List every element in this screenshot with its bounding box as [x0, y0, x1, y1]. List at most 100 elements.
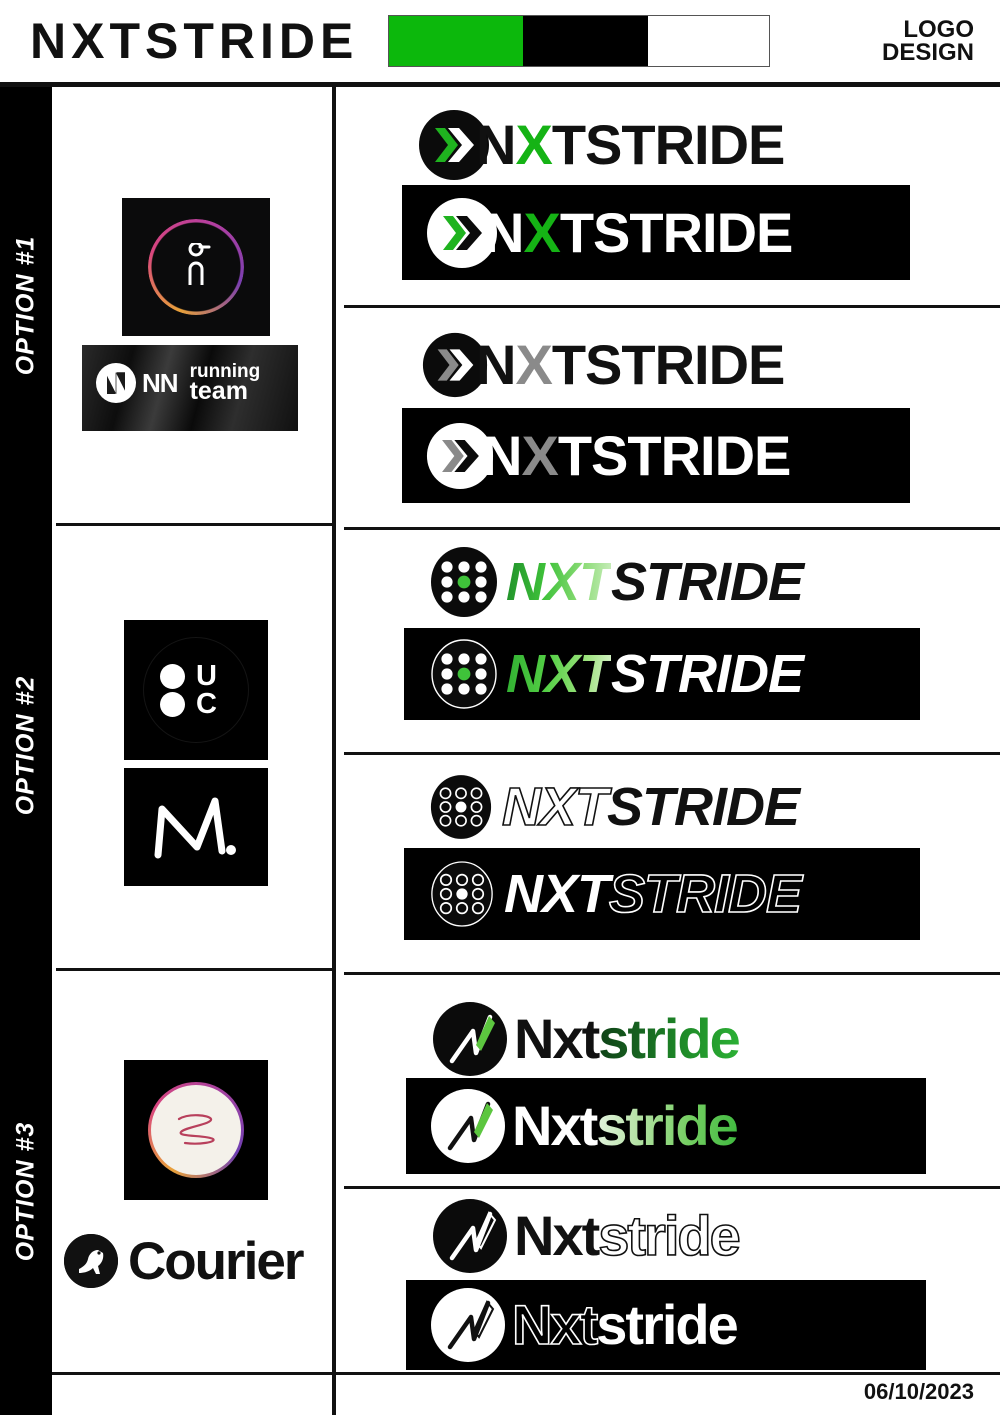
logo-variant-3c: Nxtstride	[344, 1196, 1000, 1276]
wordmark-2c-part-1: NXT	[501, 777, 609, 837]
spine-label-option-1: OPTION #1	[11, 235, 40, 375]
document-type-line-2: DESIGN	[881, 39, 974, 66]
logo-lockup-2b: NXTSTRIDE	[404, 628, 920, 720]
wordmark-1c-part-1: N	[476, 333, 516, 396]
swatch-brand-black	[523, 16, 649, 66]
logo-variant-1d: NXTSTRIDE	[344, 408, 1000, 503]
wordmark-2c: NXTSTRIDE	[501, 777, 800, 837]
logo-lockup-1b: NXTSTRIDE	[402, 185, 910, 280]
mark-circle-x-chevron-inverse-icon	[427, 197, 497, 268]
wordmark-3c-part-2: stride	[597, 1204, 741, 1267]
logo-lockup-2d: NXTSTRIDE	[404, 848, 920, 940]
wordmark-1a-part-1: N	[476, 113, 516, 176]
mark-circle-bolt-icon	[433, 1002, 507, 1076]
mark-dot-grid-outline-mono-icon	[431, 861, 493, 927]
wordmark-3a-part-1: Nxt	[514, 1007, 600, 1070]
wordmark-1d-part-2: X	[521, 423, 558, 487]
nn-mark-icon	[96, 363, 136, 404]
wordmark-3b-part-2: stride	[596, 1094, 738, 1157]
nn-descriptor-line-2: team	[189, 377, 248, 406]
wordmark-3d-part-2: stride	[596, 1293, 738, 1356]
wordmark-1c: NXTSTRIDE	[476, 337, 785, 393]
wordmark-2b-part-1: NXT	[506, 644, 612, 704]
wordmark-1d-part-1: N	[482, 423, 522, 487]
uc-letter-c: C	[196, 687, 217, 720]
wordmark-1b-part-3: TSTRIDE	[559, 200, 794, 264]
logo-lockup-1d: NXTSTRIDE	[402, 408, 910, 503]
row-divider-option1-option2	[56, 523, 332, 526]
logo-variant-3d: Nxtstride	[344, 1280, 1000, 1370]
wordmark-1b-part-2: X	[523, 200, 560, 264]
document-type-line-1: LOGO	[903, 15, 974, 43]
logo-divider-4	[344, 972, 1000, 975]
mark-circle-bolt-inverse-icon	[431, 1089, 505, 1163]
swatch-brand-white	[648, 16, 770, 66]
nn-descriptor-line-1: running	[189, 361, 261, 382]
nn-wordmark: NN	[142, 367, 179, 398]
wordmark-3c-part-1: Nxt	[514, 1204, 600, 1267]
color-palette	[388, 15, 771, 67]
sheet-date: 06/10/2023	[863, 1379, 974, 1404]
uc-circle-icon	[143, 637, 249, 743]
option-spine: OPTION #1 OPTION #2 OPTION #3	[0, 87, 52, 1415]
wordmark-1b-part-1: N	[484, 200, 524, 264]
uc-letter-u: U	[196, 659, 217, 692]
mark-dot-grid-icon	[431, 547, 497, 617]
logo-lockup-3c: Nxtstride	[344, 1196, 1000, 1276]
wordmark-3a-part-2: stride	[598, 1007, 740, 1070]
uc-dot-1-icon	[160, 663, 185, 689]
wordmark-2d: NXTSTRIDE	[504, 864, 803, 924]
logo-divider-3	[344, 752, 1000, 755]
wordmark-1d: NXTSTRIDE	[482, 427, 791, 484]
wordmark-1a-part-2: X	[515, 113, 552, 176]
reference-uc-dots: U C	[124, 620, 268, 760]
reference-nn-running-team: NN running team	[82, 345, 298, 431]
spine-segment-option-1: OPTION #1	[0, 87, 52, 523]
nn-lockup: NN running team	[96, 361, 261, 406]
wordmark-3d-part-1: Nxt	[511, 1293, 599, 1356]
spine-label-option-3: OPTION #3	[11, 1121, 40, 1262]
wordmark-3d: Nxtstride	[511, 1296, 739, 1354]
spine-segment-option-2: OPTION #2	[0, 523, 52, 968]
row-divider-option2-option3	[56, 968, 332, 971]
logo-divider-1	[344, 305, 1000, 308]
spine-label-option-2: OPTION #2	[11, 675, 40, 816]
logo-lockup-1a: NXTSTRIDE	[344, 108, 1000, 182]
courier-wordmark: Courier	[128, 1231, 304, 1291]
logo-divider-2	[344, 527, 1000, 530]
wordmark-3b: Nxtstride	[512, 1098, 739, 1154]
document-type-label: LOGO DESIGN	[881, 15, 974, 66]
uc-dot-2-icon	[160, 691, 185, 717]
spine-segment-option-3: OPTION #3	[0, 968, 52, 1415]
scribble-glyph-icon	[177, 1114, 215, 1145]
wordmark-2c-part-2: STRIDE	[607, 777, 800, 837]
logo-lockup-2c: NXTSTRIDE	[344, 772, 1000, 842]
logo-variant-3a: Nxtstride	[344, 1000, 1000, 1078]
logo-variant-1a: NXTSTRIDE	[344, 108, 1000, 182]
logo-lockup-3d: Nxtstride	[406, 1280, 926, 1370]
reference-courier: Courier	[64, 1225, 332, 1297]
logo-lockup-3a: Nxtstride	[344, 1000, 1000, 1078]
footer-divider	[52, 1372, 1000, 1375]
sheet-header: NXTSTRIDE LOGO DESIGN	[0, 0, 1000, 82]
column-divider-reference	[332, 87, 336, 1415]
reference-scribble-ring	[124, 1060, 268, 1200]
wordmark-1c-part-3: TSTRIDE	[551, 333, 786, 396]
wordmark-2b-part-2: STRIDE	[611, 644, 804, 704]
m-dot-glyph-icon	[154, 797, 236, 859]
scribble-ring-icon	[148, 1082, 244, 1178]
wordmark-2a-part-2: STRIDE	[611, 552, 804, 612]
logo-variant-2b: NXTSTRIDE	[344, 628, 1000, 720]
wordmark-2d-part-2: STRIDE	[608, 864, 803, 924]
wordmark-1a: NXTSTRIDE	[476, 117, 785, 173]
mark-circle-x-chevron-mono-inverse-icon	[426, 422, 494, 489]
wordmark-2a: NXTSTRIDE	[506, 552, 804, 612]
wordmark-1a-part-3: TSTRIDE	[551, 113, 786, 176]
courier-bird-glyph	[64, 1234, 118, 1288]
reference-m-dot	[124, 768, 268, 886]
logo-variant-3b: Nxtstride	[344, 1078, 1000, 1174]
mark-dot-grid-mono-icon	[430, 775, 492, 839]
mark-circle-bolt-mono-icon	[433, 1199, 507, 1273]
wordmark-1d-part-3: TSTRIDE	[557, 423, 792, 487]
